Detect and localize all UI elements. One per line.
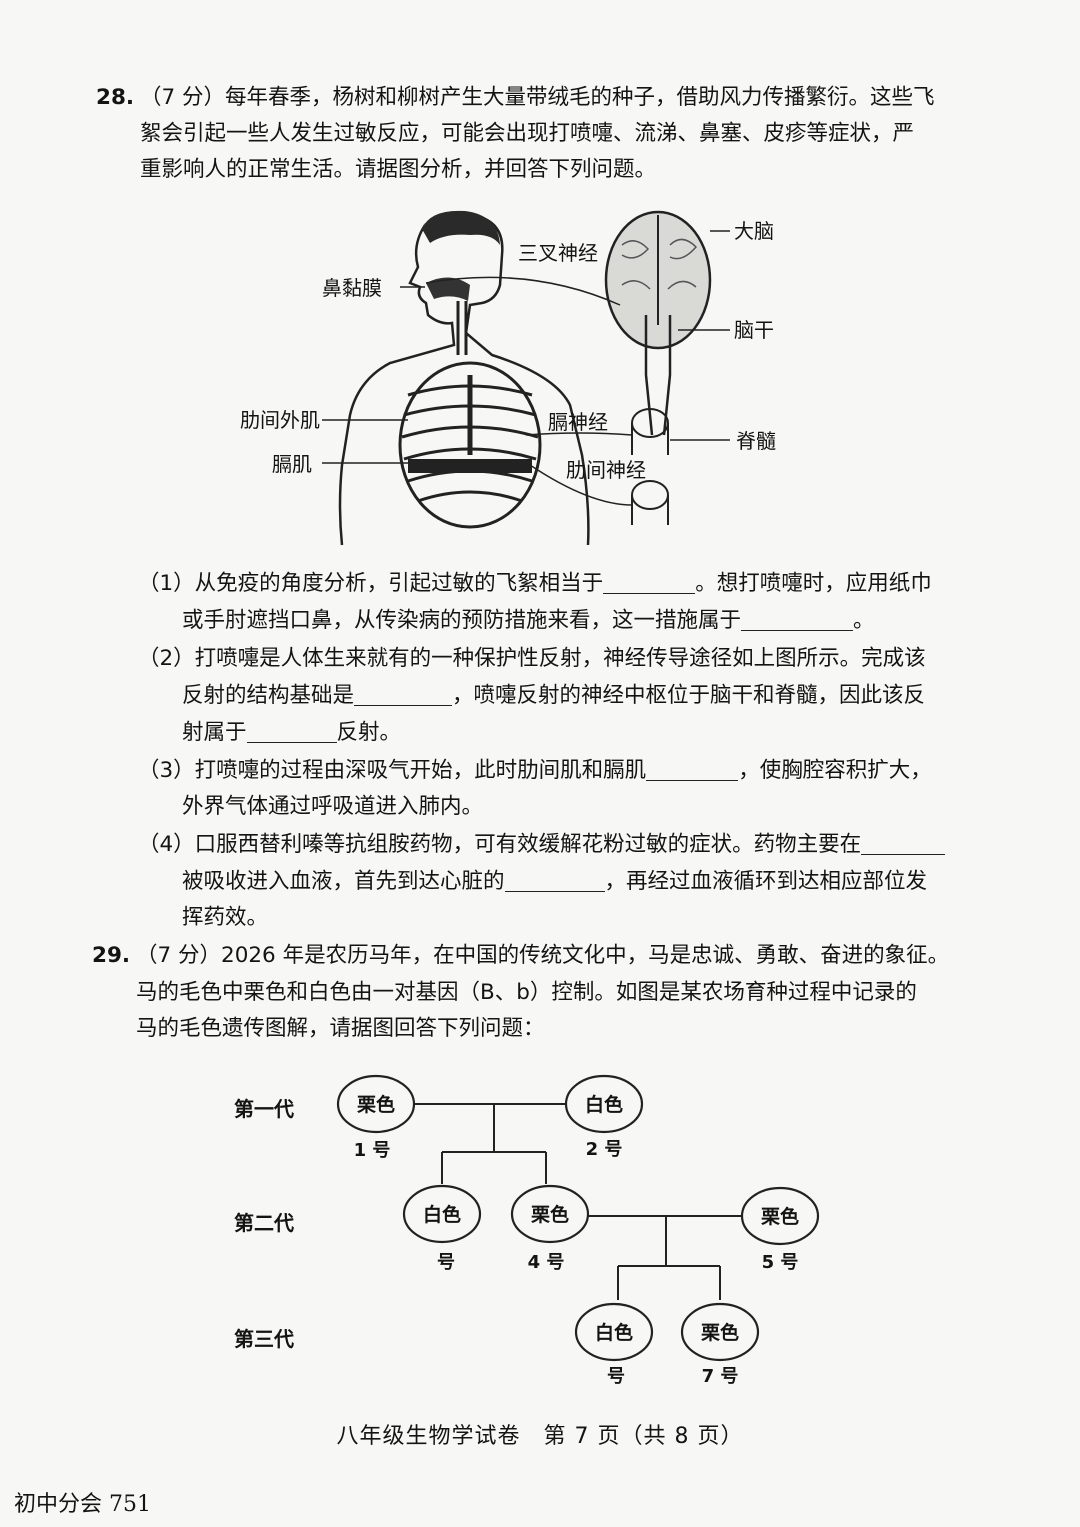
node-5-number: 5 号 — [762, 1252, 799, 1273]
label-external-intercostal: 肋间外肌 — [240, 408, 320, 432]
pedigree-diagram: 第一代 第二代 第三代 栗色 白色 白色 栗色 栗色 白色 栗色 1 号 2 号… — [234, 1074, 820, 1387]
label-nasal-mucosa: 鼻黏膜 — [322, 276, 382, 300]
node-3-color: 白色 — [423, 1203, 461, 1226]
label-brainstem: 脑干 — [734, 318, 774, 342]
label-phrenic-nerve: 膈神经 — [548, 410, 608, 434]
node-1-number: 1 号 — [354, 1140, 391, 1161]
watermark: 初中分会 751 — [14, 1492, 151, 1517]
generation-3-label: 第三代 — [234, 1327, 294, 1351]
generation-2-label: 第二代 — [234, 1211, 294, 1235]
node-2-color: 白色 — [585, 1093, 623, 1116]
node-5-color: 栗色 — [761, 1205, 799, 1228]
answer-blank-3[interactable] — [354, 681, 453, 706]
q29-number: 29. — [92, 943, 131, 968]
node-7-color: 栗色 — [701, 1321, 739, 1344]
label-diaphragm: 膈肌 — [272, 452, 312, 476]
answer-blank-4[interactable] — [246, 718, 337, 743]
label-spinal-cord: 脊髓 — [736, 429, 776, 453]
sneeze-reflex-figure: 鼻黏膜 三叉神经 大脑 脑干 肋间外肌 膈神经 脊髓 膈肌 肋间神经 — [240, 210, 776, 546]
answer-blank-1[interactable] — [603, 569, 696, 594]
node-6-number: 号 — [607, 1366, 625, 1387]
answer-blank-2[interactable] — [741, 606, 854, 631]
node-1-color: 栗色 — [357, 1093, 395, 1116]
q28-number: 28. — [96, 85, 135, 110]
label-cerebrum: 大脑 — [734, 219, 774, 243]
label-trigeminal-nerve: 三叉神经 — [518, 241, 598, 265]
generation-1-label: 第一代 — [234, 1097, 294, 1121]
label-intercostal-nerve: 肋间神经 — [566, 458, 646, 482]
node-6-color: 白色 — [595, 1321, 633, 1344]
answer-blank-5[interactable] — [646, 756, 739, 781]
page-footer: 八年级生物学试卷 第 7 页（共 8 页） — [336, 1424, 744, 1449]
answer-blank-7[interactable] — [504, 867, 605, 892]
node-2-number: 2 号 — [586, 1139, 623, 1160]
node-4-number: 4 号 — [528, 1252, 565, 1273]
node-3-number: 号 — [437, 1252, 455, 1273]
answer-blank-6[interactable] — [861, 830, 946, 855]
node-7-number: 7 号 — [702, 1366, 739, 1387]
node-4-color: 栗色 — [531, 1203, 569, 1226]
